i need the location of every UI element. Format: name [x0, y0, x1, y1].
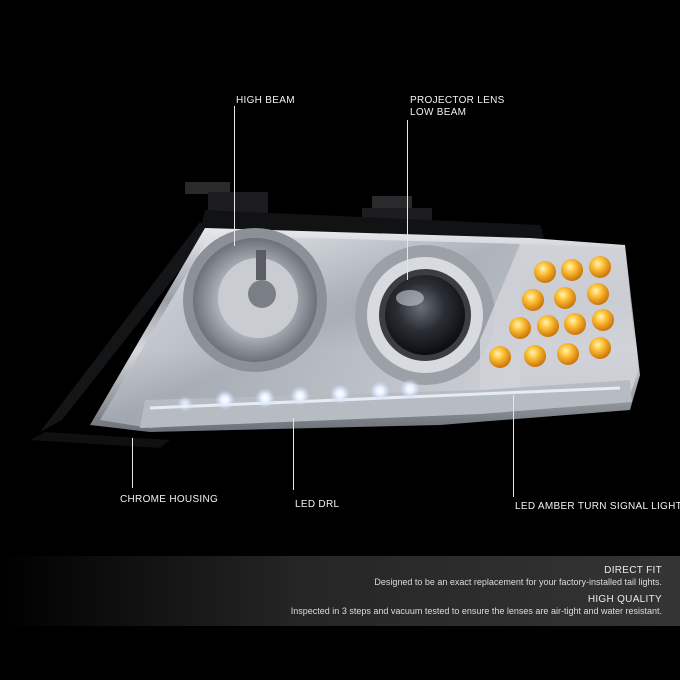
feature-direct-fit-description: Designed to be an exact replacement for …	[374, 577, 662, 587]
led-drl-strip	[140, 379, 632, 428]
callout-projector-lens: PROJECTOR LENS	[410, 95, 505, 106]
callout-chrome-housing: CHROME HOUSING	[120, 494, 219, 505]
feature-high-quality-description: Inspected in 3 steps and vacuum tested t…	[290, 606, 662, 616]
callout-turn-signal: LED AMBER TURN SIGNAL LIGHT	[515, 501, 680, 512]
turn-signal-leader	[513, 395, 514, 497]
high-beam-leader	[234, 106, 235, 246]
chrome-housing-leader	[132, 438, 133, 488]
projector-lens	[355, 245, 495, 385]
feature-banner	[0, 556, 680, 626]
feature-high-quality-title: HIGH QUALITY	[587, 594, 662, 605]
turn-signal-cluster	[480, 244, 638, 395]
callout-low-beam: LOW BEAM	[410, 107, 467, 118]
projector-leader	[407, 120, 408, 280]
high-beam-reflector	[183, 228, 327, 372]
housing-rear-edge	[40, 222, 210, 432]
feature-direct-fit-title: DIRECT FIT	[604, 565, 662, 576]
led-drl-leader	[293, 418, 294, 490]
callout-high-beam: HIGH BEAM	[236, 95, 295, 106]
callout-led-drl: LED DRL	[295, 499, 340, 510]
